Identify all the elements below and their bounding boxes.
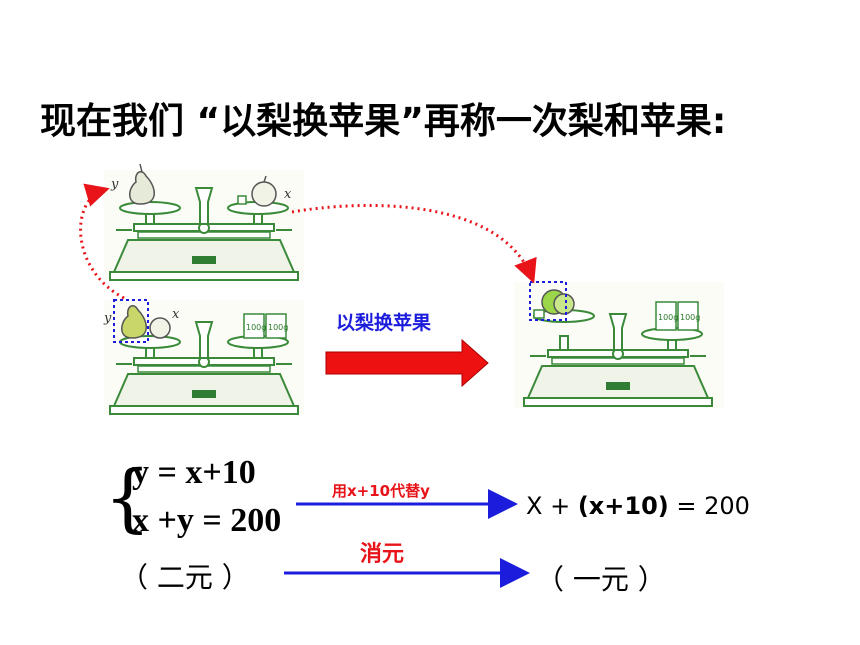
pear-swap-connector bbox=[79, 183, 125, 300]
pear-variable-top: y bbox=[110, 177, 119, 192]
weight-label-left-2: 100g bbox=[268, 323, 288, 332]
apple-icon bbox=[237, 175, 277, 207]
swap-label: 以梨换苹果 bbox=[336, 312, 432, 334]
result-prefix: X + bbox=[526, 492, 578, 520]
pear-highlight-box bbox=[113, 299, 149, 343]
apple-highlight-box bbox=[529, 281, 567, 321]
pear-icon bbox=[121, 305, 147, 339]
apple-icon bbox=[533, 289, 575, 319]
result-suffix: = 200 bbox=[668, 492, 750, 520]
scale-bottom-left bbox=[103, 300, 305, 415]
weight-label-right-2: 100g bbox=[680, 313, 700, 322]
result-bold-part: (x+10) bbox=[577, 492, 669, 520]
scale-right bbox=[514, 282, 724, 408]
apple-icon bbox=[149, 317, 171, 339]
swap-arrow-icon bbox=[325, 338, 489, 388]
pear-variable-bottom: y bbox=[103, 311, 112, 326]
substitution-label: 用x+10代替y bbox=[332, 482, 430, 500]
equation-1: y = x+10 bbox=[132, 454, 256, 491]
weight-100g-icon bbox=[243, 313, 287, 339]
elimination-label: 消元 bbox=[360, 542, 405, 567]
apple-variable-bottom: x bbox=[172, 307, 180, 322]
weight-label-left: 100g bbox=[246, 323, 266, 332]
equation-brace: { bbox=[104, 455, 152, 541]
apple-swap-connector bbox=[291, 204, 537, 284]
apple-variable-top: x bbox=[284, 187, 292, 202]
scale-top-left bbox=[103, 163, 305, 281]
pear-icon bbox=[129, 163, 155, 205]
result-equation: X + (x+10) = 200 bbox=[526, 492, 750, 520]
before-note: （ 二元 ） bbox=[120, 561, 250, 594]
weight-label-right: 100g bbox=[658, 313, 678, 322]
weight-100g-icon bbox=[655, 301, 699, 331]
equation-2: x +y = 200 bbox=[132, 502, 282, 539]
after-note: （ 一元 ） bbox=[536, 563, 666, 596]
page-title: 现在我们 “以梨换苹果”再称一次梨和苹果: bbox=[40, 101, 727, 142]
